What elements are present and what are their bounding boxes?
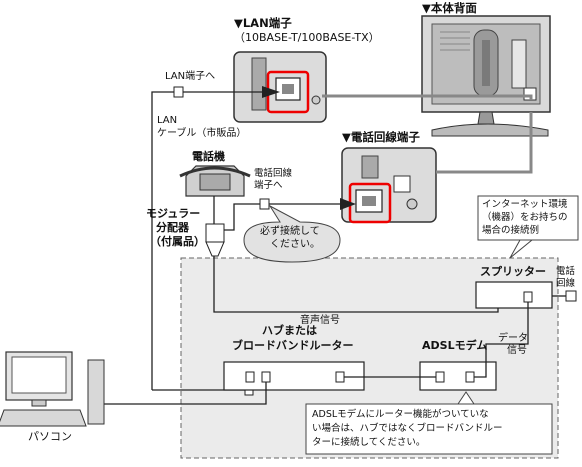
internet-note-text-2: （機器）をお持ちの <box>482 212 568 223</box>
phone-line-to-label-1: 電話回線 <box>254 168 293 179</box>
lan-cable-label-1: LAN <box>157 115 178 126</box>
lan-to-label: LAN端子へ <box>165 71 216 82</box>
pc-label: パソコン <box>28 430 72 443</box>
hub-pc-cable <box>104 382 267 405</box>
lan-port-subtitle: （10BASE-T/100BASE-TX） <box>234 31 380 44</box>
back-panel-label: ▼本体背面 <box>422 1 477 15</box>
modular-splitter <box>205 223 225 257</box>
adsl-modem-box <box>419 361 497 391</box>
hub-label-2: ブロードバンドルーター <box>232 339 354 352</box>
hub-label-1: ハブまたは <box>262 324 317 337</box>
voice-signal-label: 音声信号 <box>300 315 340 326</box>
lan-arrow <box>262 86 280 98</box>
data-signal-label-1: データ <box>498 333 528 344</box>
router-note-text-3: ターに接続してください。 <box>312 437 426 448</box>
lan-port-closeup <box>233 51 327 123</box>
phone-line-label-2: 回線 <box>556 278 576 289</box>
phone-cable-to-port <box>224 203 262 231</box>
pc-illustration <box>0 351 105 427</box>
splitter-box <box>475 281 553 309</box>
hub-router-box <box>223 361 365 391</box>
lan-port-title: ▼LAN端子 <box>234 16 292 30</box>
router-note-text-2: い場合は、ハブではなくブロードバンドルー <box>312 423 503 434</box>
phone-line-label-1: 電話 <box>556 266 576 277</box>
modular-label-2: 分配器 <box>156 221 189 234</box>
phone-line-to-label-2: 端子へ <box>254 180 283 191</box>
internet-note-text-1: インターネット環境 <box>482 199 568 210</box>
telephone-label: 電話機 <box>192 150 225 163</box>
router-note-box <box>305 391 553 455</box>
phone-port-closeup <box>341 147 437 224</box>
splitter-label: スプリッター <box>480 265 546 278</box>
must-connect-text-2: ください。 <box>270 239 320 250</box>
phone-link-line <box>436 112 533 174</box>
phone-arrow <box>340 198 356 210</box>
modular-label-3: （付属品） <box>150 235 205 248</box>
internet-note-text-3: 場合の接続例 <box>482 225 540 236</box>
must-connect-callout <box>243 204 341 263</box>
phone-port-title: ▼電話回線端子 <box>342 130 420 144</box>
lan-plug-left <box>173 86 184 98</box>
adsl-modem-label: ADSLモデム <box>422 339 488 352</box>
lan-cable <box>151 91 178 390</box>
telephone-illustration <box>179 165 251 197</box>
router-note-text-1: ADSLモデムにルーター機能がついていな <box>312 409 489 420</box>
lan-cable-label-2: ケーブル（市販品） <box>157 128 247 139</box>
must-connect-text-1: 必ず接続して <box>260 226 320 237</box>
modular-label-1: モジュラー <box>146 207 201 220</box>
data-signal-label-2: 信号 <box>507 345 527 356</box>
lan-link-line <box>322 94 533 100</box>
data-signal-cable <box>474 302 529 378</box>
internet-note-box <box>477 195 579 259</box>
wall-jack <box>565 290 577 302</box>
